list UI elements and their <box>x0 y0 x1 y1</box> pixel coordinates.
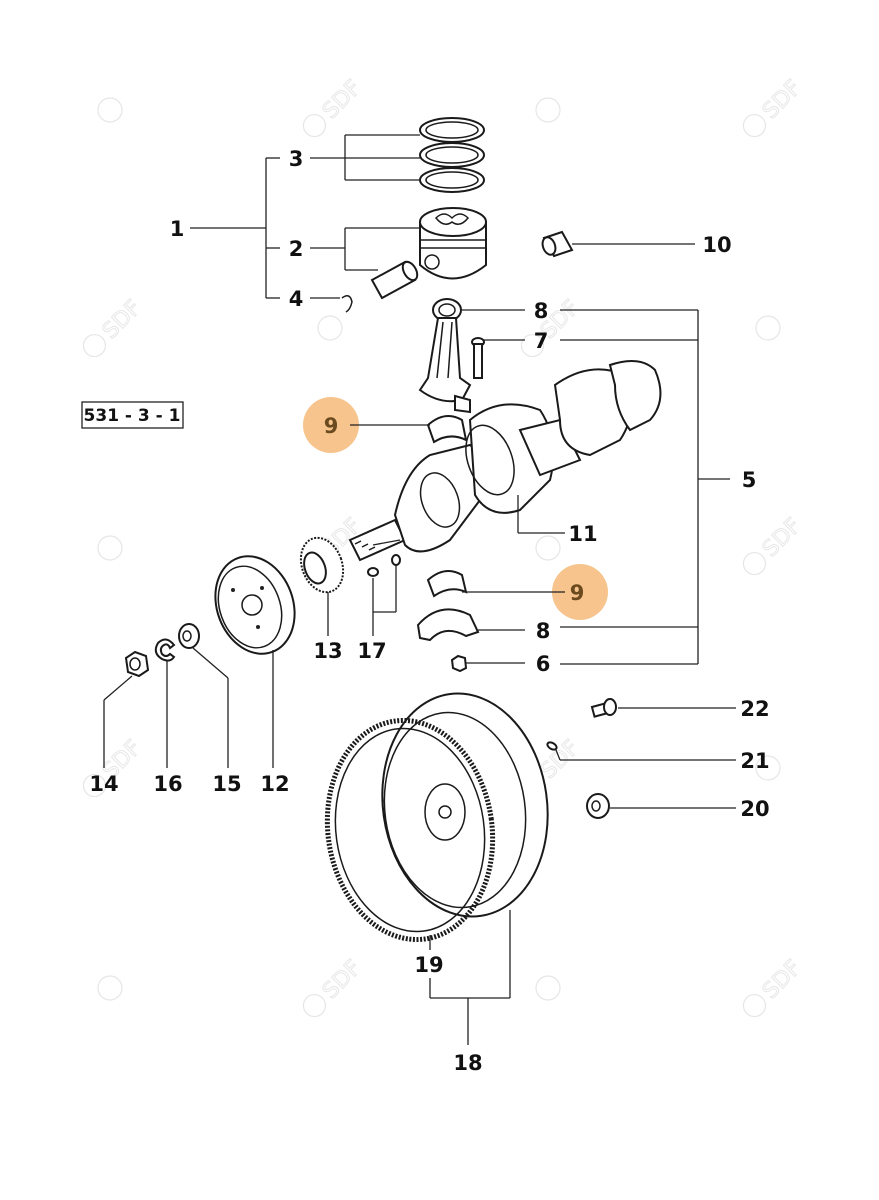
svg-text:SDF: SDF <box>758 76 806 124</box>
svg-text:SDF: SDF <box>318 956 366 1004</box>
connecting-rod-cap <box>416 608 480 642</box>
callout-9-lower: 9 <box>570 581 585 605</box>
bearing-shell-upper <box>426 415 468 444</box>
washer <box>178 623 200 649</box>
crankshaft-gear <box>299 536 345 594</box>
callout-3: 3 <box>289 147 304 171</box>
connecting-rod-nut <box>450 654 468 673</box>
callout-labels: 1 2 3 4 5 6 7 8 8 9 9 10 11 12 13 14 15 … <box>89 147 769 1075</box>
callout-10: 10 <box>702 233 731 257</box>
callout-4: 4 <box>289 287 304 311</box>
callout-20: 20 <box>740 797 769 821</box>
callout-15: 15 <box>212 772 241 796</box>
svg-text:SDF: SDF <box>758 956 806 1004</box>
leader-lines <box>103 134 736 1045</box>
watermark <box>317 315 343 341</box>
watermark: SDF <box>520 295 585 358</box>
watermark: SDF <box>742 955 807 1018</box>
watermark <box>755 755 781 781</box>
watermark: SDF <box>302 955 367 1018</box>
ring-gear <box>324 717 496 943</box>
callout-21: 21 <box>740 749 769 773</box>
nut <box>124 650 150 678</box>
watermark <box>97 97 123 123</box>
callout-12: 12 <box>260 772 289 796</box>
svg-text:SDF: SDF <box>758 514 806 562</box>
callout-9-upper: 9 <box>324 414 339 438</box>
callout-8-lower: 8 <box>536 619 551 643</box>
watermark <box>535 535 561 561</box>
bearing-shell-lower <box>426 570 468 598</box>
crankshaft <box>348 360 662 562</box>
bushing <box>541 230 574 258</box>
reference-code: 531 - 3 - 1 <box>84 406 181 426</box>
callout-22: 22 <box>740 697 769 721</box>
callout-11: 11 <box>568 522 597 546</box>
callout-2: 2 <box>289 237 304 261</box>
svg-text:SDF: SDF <box>98 296 146 344</box>
watermark: SDF <box>302 75 367 138</box>
watermark <box>97 535 123 561</box>
callout-7: 7 <box>534 329 549 353</box>
watermark: SDF <box>742 513 807 576</box>
callout-17: 17 <box>357 639 386 663</box>
reference-code-box: 531 - 3 - 1 <box>81 401 184 429</box>
pilot-bearing <box>586 793 610 819</box>
woodruff-key <box>367 567 379 577</box>
callout-18: 18 <box>453 1051 482 1075</box>
piston-rings <box>419 117 485 193</box>
circlip <box>341 295 353 313</box>
callout-13: 13 <box>313 639 342 663</box>
flywheel-bolt <box>590 698 617 718</box>
lock-washer <box>154 638 176 662</box>
flywheel <box>381 692 549 918</box>
piston-pin <box>370 260 419 300</box>
crankshaft-pulley <box>214 555 296 655</box>
dowel-pin <box>546 741 558 751</box>
watermark <box>97 975 123 1001</box>
callout-6: 6 <box>536 652 551 676</box>
woodruff-key <box>391 554 401 566</box>
watermark <box>755 315 781 341</box>
piston <box>419 207 487 280</box>
callout-8-upper: 8 <box>534 299 549 323</box>
watermark <box>535 97 561 123</box>
callout-5: 5 <box>742 468 757 492</box>
callout-16: 16 <box>153 772 182 796</box>
highlight-marker <box>552 564 608 620</box>
callout-1: 1 <box>170 217 185 241</box>
connecting-rod-bolt <box>471 337 485 379</box>
svg-text:SDF: SDF <box>318 76 366 124</box>
callout-19: 19 <box>414 953 443 977</box>
connecting-rod <box>418 298 472 414</box>
highlight-marker <box>303 397 359 453</box>
watermark: SDF <box>742 75 807 138</box>
watermark: SDF <box>82 295 147 358</box>
watermark <box>535 975 561 1001</box>
callout-14: 14 <box>89 772 118 796</box>
